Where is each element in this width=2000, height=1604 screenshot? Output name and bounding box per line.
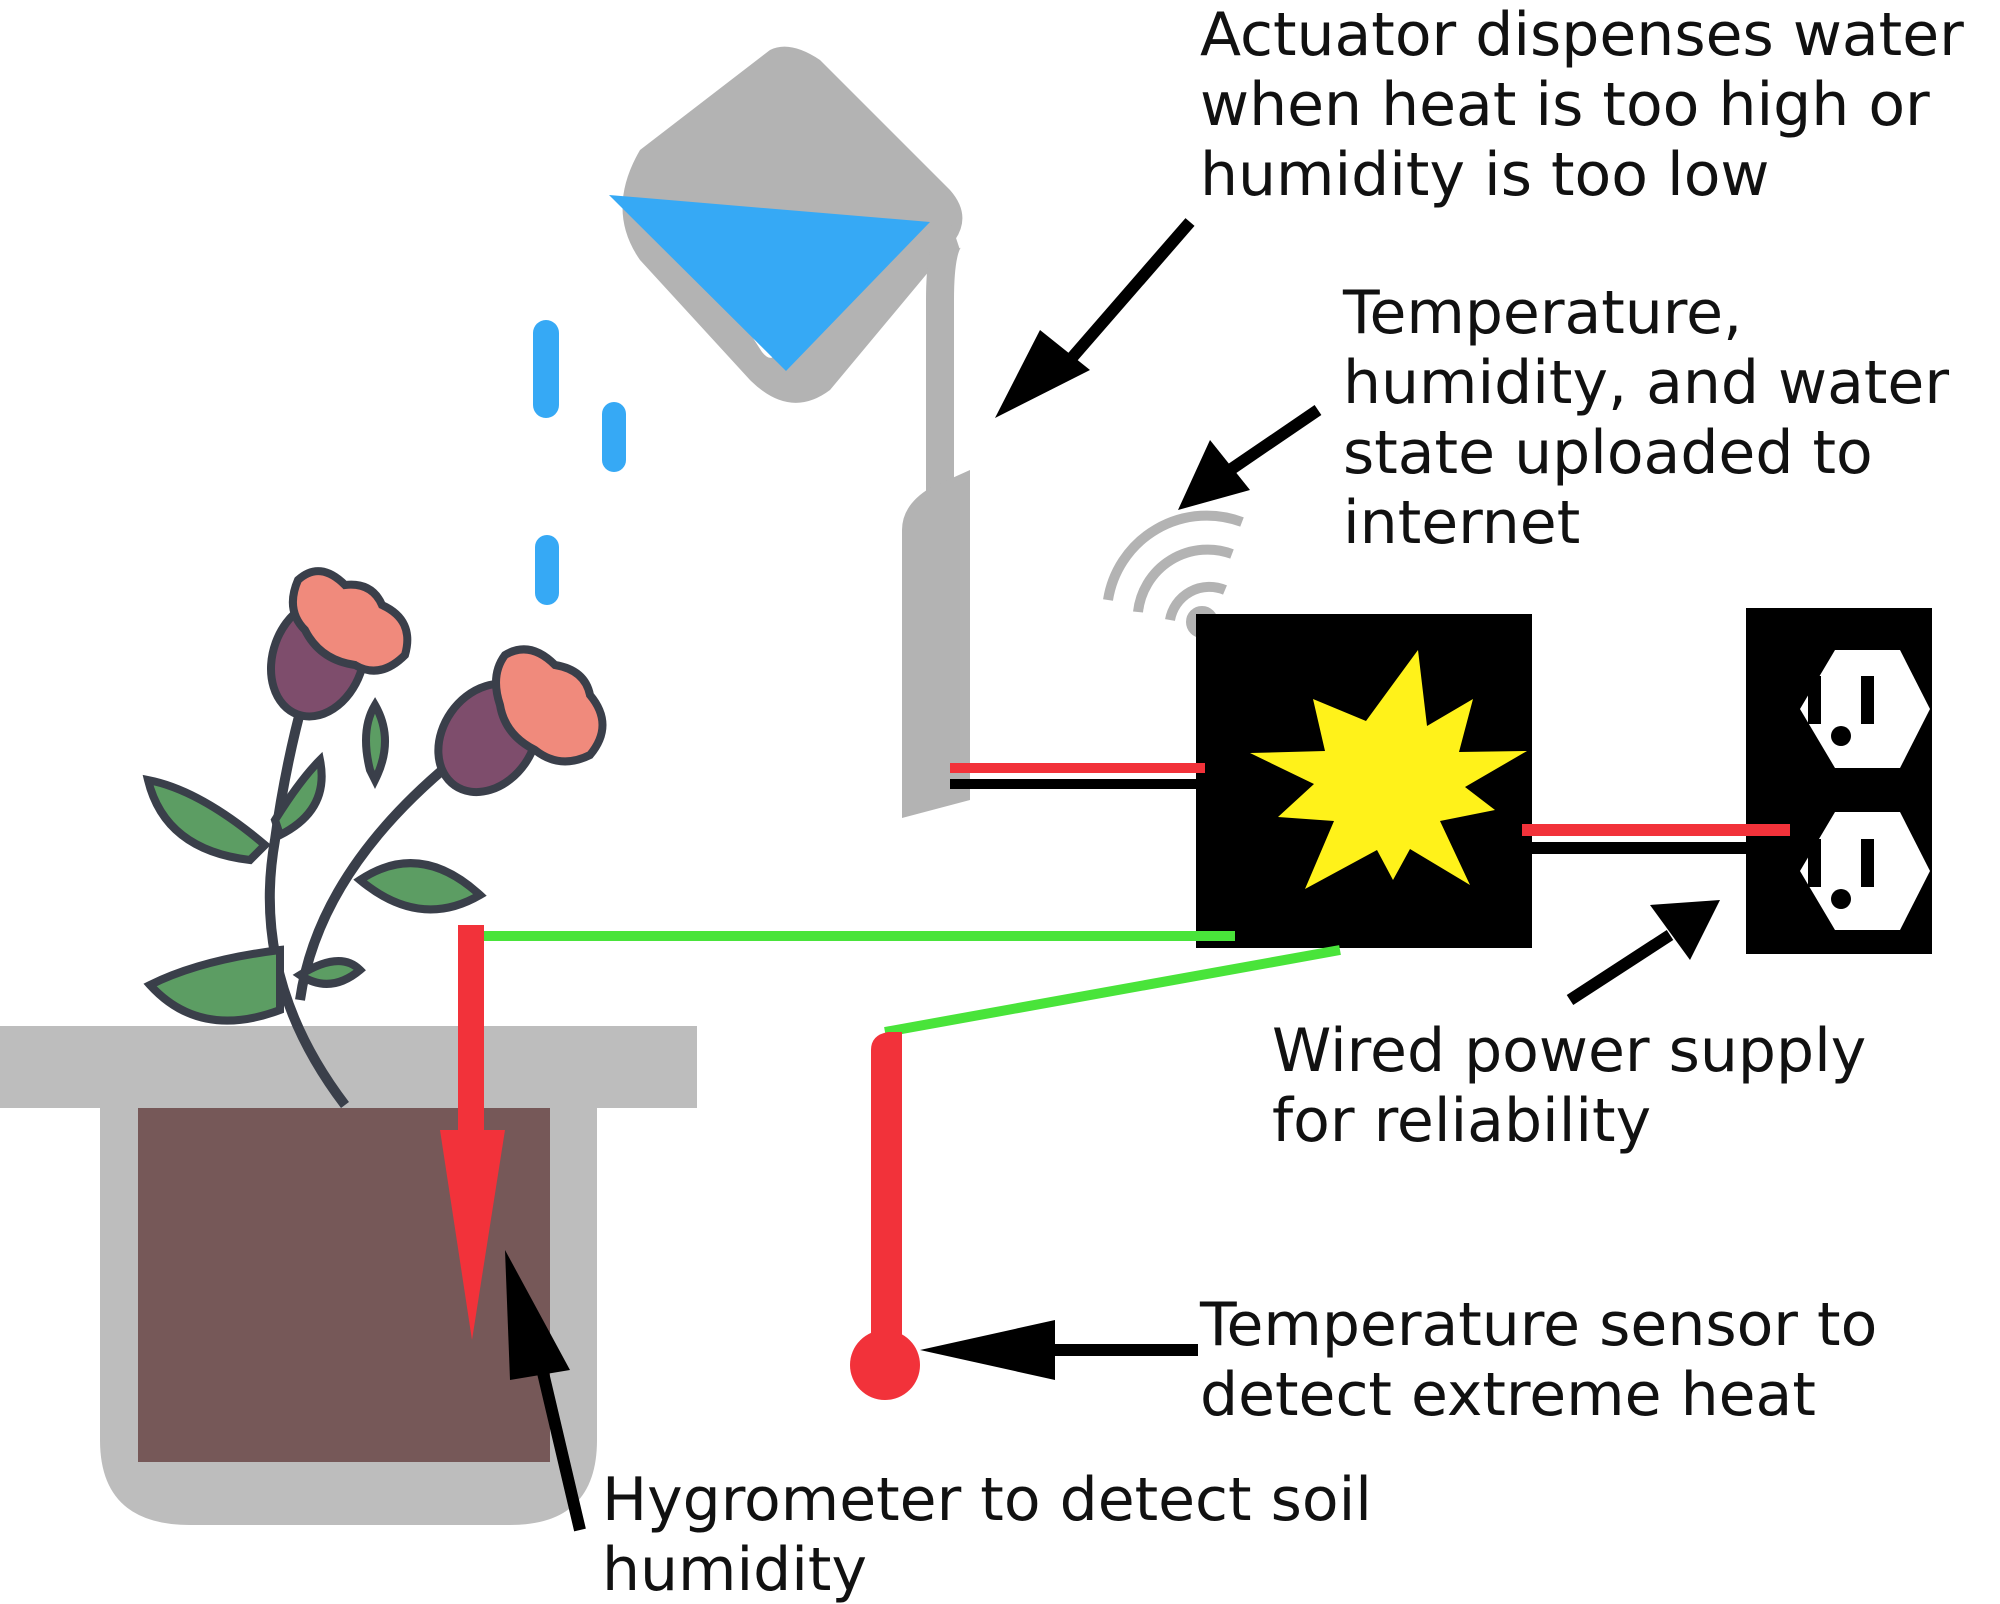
upload-label-line-2: humidity, and water — [1343, 348, 1950, 418]
temp-sensor-label-line-2: detect extreme heat — [1200, 1360, 1816, 1430]
actuator-label-line-2: when heat is too high or — [1200, 70, 1930, 140]
actuator-label: Actuator dispenses water when heat is to… — [1200, 0, 1964, 210]
temp-sensor-label-line-1: Temperature sensor to — [1200, 1290, 1878, 1360]
power-label-line-2: for reliability — [1272, 1086, 1652, 1156]
power-label: Wired power supply for reliability — [1272, 1016, 1866, 1156]
power-outlet-icon — [1746, 608, 1932, 954]
upload-label-line-4: internet — [1343, 488, 1581, 558]
actuator-label-line-3: humidity is too low — [1200, 140, 1770, 210]
hygrometer-label: Hygrometer to detect soil humidity — [602, 1465, 1372, 1604]
plant-pot-icon — [0, 1026, 697, 1525]
upload-label: Temperature, humidity, and water state u… — [1343, 278, 1949, 558]
wires — [470, 763, 1790, 1037]
hygrometer-label-line-1: Hygrometer to detect soil — [602, 1465, 1372, 1535]
water-drops-icon — [533, 320, 626, 605]
power-label-line-1: Wired power supply — [1272, 1016, 1867, 1086]
water-pitcher-icon — [609, 46, 963, 620]
upload-label-line-3: state uploaded to — [1343, 418, 1873, 488]
upload-label-line-1: Temperature, — [1343, 278, 1743, 348]
temp-sensor-label: Temperature sensor to detect extreme hea… — [1200, 1290, 1877, 1430]
annotation-arrows — [505, 218, 1720, 1532]
hygrometer-probe — [440, 925, 505, 1340]
flower-icon — [142, 567, 607, 1109]
actuator-label-line-1: Actuator dispenses water — [1200, 0, 1964, 70]
temperature-sensor-probe — [850, 1032, 920, 1400]
actuator-icon — [902, 470, 970, 818]
microcontroller-icon — [1196, 614, 1532, 948]
hygrometer-label-line-2: humidity — [602, 1535, 867, 1604]
star-icon — [1250, 650, 1527, 889]
